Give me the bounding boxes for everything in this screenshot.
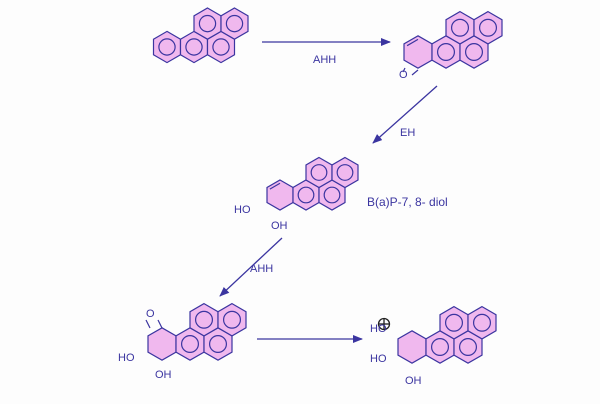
carbocation-oh: OH (405, 375, 422, 387)
aromatic-circle (212, 38, 230, 56)
aromatic-circle (323, 186, 341, 204)
aromatic-circle (464, 42, 484, 62)
epoxydiol-ho: HO (118, 352, 135, 364)
aromatic-circle (198, 14, 217, 33)
aromatic-circle (336, 164, 354, 181)
aromatic-circle (297, 186, 315, 204)
benzene-ring (152, 30, 182, 64)
carbocation-charge-icon (377, 317, 391, 331)
aromatic-circle (222, 310, 242, 329)
aromatic-circle (310, 164, 328, 181)
benzo-a-pyrene-7-8-epoxide (402, 10, 503, 76)
arrow-ahh-2 (219, 237, 283, 297)
diol-ho: HO (234, 204, 251, 216)
aromatic-circle (180, 334, 200, 354)
enzyme-label-eh: EH (400, 127, 416, 139)
aromatic-circle (478, 18, 498, 37)
epoxide-bridge (402, 67, 419, 76)
aromatic-circle (472, 313, 492, 332)
aromatic-circle (458, 337, 478, 357)
carbocation-ho-2: HO (370, 353, 387, 365)
aromatic-circle (430, 337, 450, 357)
diol-name-label: B(a)P-7, 8- diol (367, 195, 448, 209)
benzene-ring (397, 330, 427, 364)
enzyme-label-ahh-1: AHH (313, 54, 337, 66)
aromatic-circle (208, 334, 228, 354)
benzene-ring (266, 179, 294, 211)
benzo-a-pyrene (152, 7, 249, 64)
double-bond (406, 38, 419, 47)
benzene-ring (403, 35, 433, 69)
diol-epoxide (145, 302, 247, 361)
benzene-ring (473, 10, 503, 45)
aromatic-circle (225, 14, 244, 33)
aromatic-circle (450, 18, 470, 37)
epoxide-oxygen: O (399, 69, 408, 81)
benzene-ring (220, 7, 249, 40)
benzo-a-pyrene-7-8-diol (266, 156, 359, 211)
carbocation-ho-1: HO (370, 323, 387, 335)
carbocation (397, 305, 497, 364)
benzene-ring (217, 302, 247, 337)
aromatic-circle (444, 313, 464, 332)
aromatic-circle (436, 42, 456, 62)
epoxide-bridge (145, 319, 163, 329)
benzene-ring (147, 327, 177, 361)
double-bond (269, 182, 281, 190)
benzene-ring (467, 305, 497, 340)
epoxydiol-oxygen: O (146, 308, 155, 320)
diol-oh: OH (271, 220, 288, 232)
benzene-ring (331, 156, 359, 189)
arrow-eh (372, 85, 438, 144)
enzyme-label-ahh-2: AHH (250, 263, 274, 275)
aromatic-circle (185, 38, 203, 56)
aromatic-circle (158, 38, 176, 56)
epoxydiol-oh: OH (155, 369, 172, 381)
aromatic-circle (194, 310, 214, 329)
